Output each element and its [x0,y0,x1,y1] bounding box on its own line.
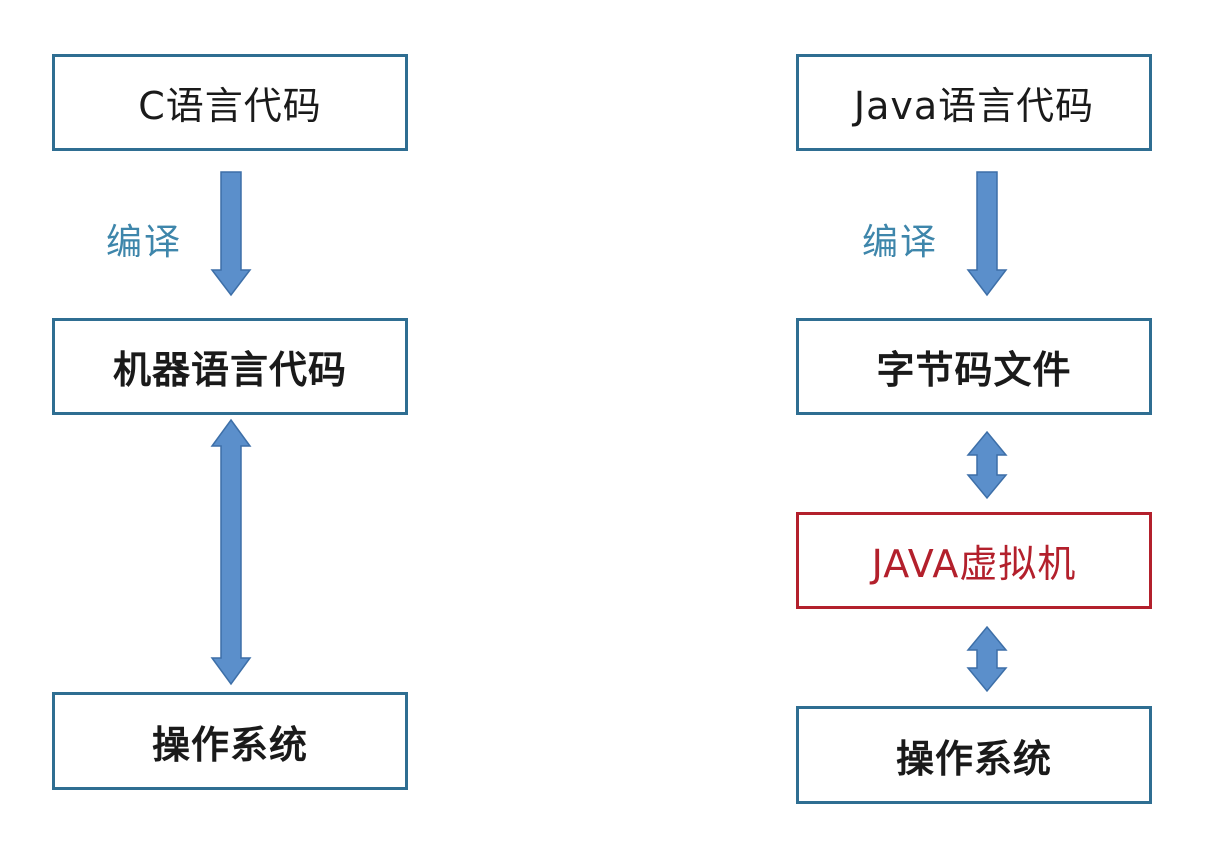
left-machine-code-label: 机器语言代码 [112,348,347,392]
left-compile-down-arrow [210,171,252,297]
right-os-label: 操作系统 [895,736,1052,781]
right-java-source-box: Java语言代码 [796,54,1152,151]
right-compile-down-arrow [966,171,1008,297]
right-os-box: 操作系统 [796,706,1152,804]
left-compile-label: 编译 [106,222,183,263]
right-bytecode-jvm-double-arrow [966,430,1008,500]
left-os-box: 操作系统 [52,692,408,790]
right-compile-label: 编译 [862,222,939,263]
right-java-source-label: Java语言代码 [853,84,1095,128]
left-double-arrow [210,418,252,686]
left-c-source-label: C语言代码 [138,84,322,128]
right-bytecode-label: 字节码文件 [876,348,1072,392]
right-bytecode-box: 字节码文件 [796,318,1152,415]
right-jvm-label: JAVA虚拟机 [871,542,1077,586]
left-os-label: 操作系统 [151,722,308,767]
right-jvm-os-double-arrow [966,625,1008,693]
left-c-source-box: C语言代码 [52,54,408,151]
right-jvm-box: JAVA虚拟机 [796,512,1152,609]
left-machine-code-box: 机器语言代码 [52,318,408,415]
